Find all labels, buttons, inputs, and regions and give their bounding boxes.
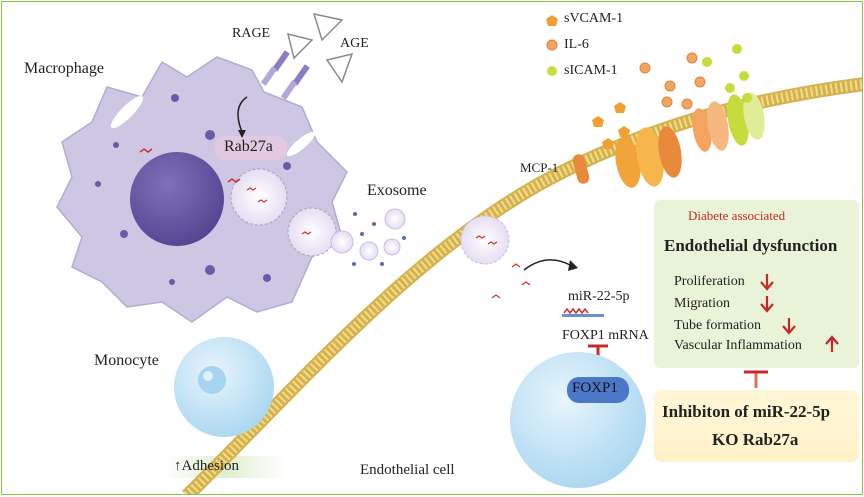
dysfunction-panel — [654, 200, 859, 368]
mcp1-label: MCP-1 — [520, 160, 559, 175]
macrophage-nucleus — [130, 152, 224, 246]
down-arrow-icon — [782, 318, 796, 335]
down-arrow-icon — [760, 296, 774, 313]
rage-to-rab27a-arrow — [237, 96, 248, 133]
down-arrow-icon — [760, 274, 774, 291]
adhesion-label: ↑Adhesion — [174, 458, 239, 474]
exosome-label: Exosome — [367, 182, 427, 199]
fusing-exosome — [460, 215, 510, 265]
foxp1-label: FOXP1 — [572, 380, 618, 396]
legend-il6: IL-6 — [564, 37, 589, 52]
sicam1-molecules — [702, 44, 752, 103]
dysfunction-item: Vascular Inflammation — [674, 338, 802, 353]
exosome — [384, 208, 406, 230]
endothelial-nucleus — [510, 352, 646, 488]
dysfunction-item: Tube formation — [674, 318, 761, 333]
foxp1-mrna-label: FOXP1 mRNA — [562, 328, 649, 343]
inhibition-panel — [654, 390, 859, 462]
dysfunction-subtitle: Diabete associated — [688, 208, 786, 223]
exosome — [383, 238, 401, 256]
foxp1-protein — [567, 377, 629, 403]
mcp1-receptor — [572, 154, 590, 184]
monocyte-label: Monocyte — [94, 352, 159, 369]
circle-icon — [547, 66, 557, 76]
mir-label: miR-22-5p — [568, 289, 630, 304]
macrophage-label: Macrophage — [24, 60, 104, 77]
legend-sicam1: sICAM-1 — [564, 63, 618, 78]
rage-label: RAGE — [232, 26, 271, 41]
pentagon-icon — [546, 15, 558, 26]
exosome — [359, 241, 379, 261]
svcam1-molecules — [592, 102, 630, 149]
circle-icon — [546, 39, 558, 51]
dysfunction-item: Proliferation — [674, 274, 745, 289]
age-triangle — [325, 52, 354, 84]
legend-svcam1: sVCAM-1 — [564, 11, 624, 26]
il6-molecules — [639, 52, 706, 110]
exosome — [330, 230, 354, 254]
dysfunction-title: Endothelial dysfunction — [664, 236, 838, 255]
age-triangle — [286, 32, 314, 60]
inhibition-line1: Inhibiton of miR-22-5p — [662, 402, 831, 421]
dysfunction-item: Migration — [674, 296, 730, 311]
rab27a-label: Rab27a — [224, 138, 273, 155]
up-arrow-icon — [825, 335, 839, 352]
age-triangle — [312, 12, 344, 42]
age-label: AGE — [340, 36, 369, 51]
endothelial-cell-label: Endothelial cell — [360, 462, 455, 478]
rage-receptor — [260, 50, 310, 100]
mir-arrow — [523, 259, 573, 271]
inhibition-line2: KO Rab27a — [712, 430, 799, 449]
